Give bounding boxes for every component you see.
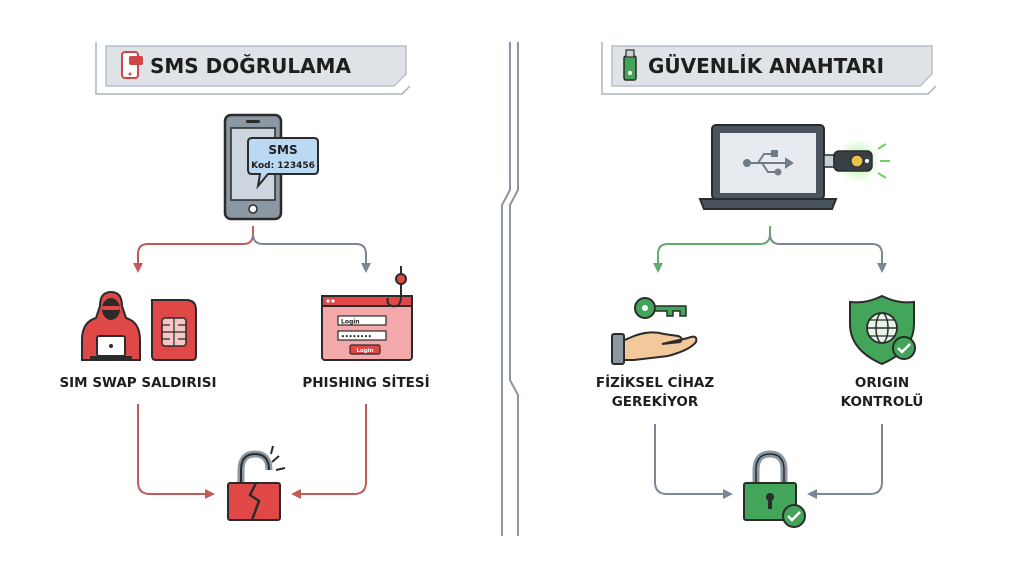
left-converge-arrows	[137, 404, 367, 499]
usb-symbol-icon	[743, 150, 794, 176]
broken-lock-icon	[227, 445, 286, 521]
sms-bubble: SMS Kod: 123456	[247, 137, 319, 190]
sms-heading: SMS	[268, 143, 297, 157]
secure-lock-icon	[743, 450, 806, 528]
phishing-field-label: Login	[341, 319, 360, 326]
phishing-password-mask: ••••••••	[341, 334, 372, 341]
right-title-banner: GÜVENLİK ANAHTARI	[601, 42, 937, 95]
laptop-icon	[698, 124, 838, 210]
right-title: GÜVENLİK ANAHTARI	[648, 54, 884, 78]
center-divider	[501, 42, 519, 536]
label-physical-device-line1: FİZİKSEL CİHAZ	[596, 374, 714, 391]
phishing-button-label: Login	[356, 348, 373, 354]
left-title-banner: SMS DOĞRULAMA	[95, 42, 411, 95]
label-origin-line2: KONTROLÜ	[841, 392, 924, 410]
origin-shield-icon	[849, 294, 916, 366]
sim-card-icon	[151, 299, 197, 361]
label-phishing: PHISHING SİTESİ	[302, 374, 429, 391]
phone-branch-arrows	[133, 226, 371, 273]
right-panel: GÜVENLİK ANAHTARI	[596, 42, 937, 528]
security-key-icon	[823, 139, 890, 183]
usb-key-icon	[623, 49, 637, 81]
phishing-site-icon: Login •••••••• Login	[321, 295, 413, 361]
key-in-hand-icon	[611, 297, 698, 365]
label-physical-device-line2: GEREKİYOR	[612, 393, 699, 410]
sms-code: Kod: 123456	[251, 161, 315, 171]
hacker-icon	[81, 290, 141, 361]
fishing-hook-icon	[386, 266, 407, 308]
right-converge-arrows	[654, 424, 883, 499]
label-origin-line1: ORIGIN	[855, 375, 909, 391]
phone-chat-icon	[121, 51, 143, 79]
laptop-branch-arrows	[653, 226, 887, 273]
left-panel: SMS DOĞRULAMA SMS Kod: 123456	[59, 42, 430, 521]
left-title: SMS DOĞRULAMA	[150, 54, 351, 78]
label-sim-swap: SIM SWAP SALDIRISI	[59, 375, 216, 391]
